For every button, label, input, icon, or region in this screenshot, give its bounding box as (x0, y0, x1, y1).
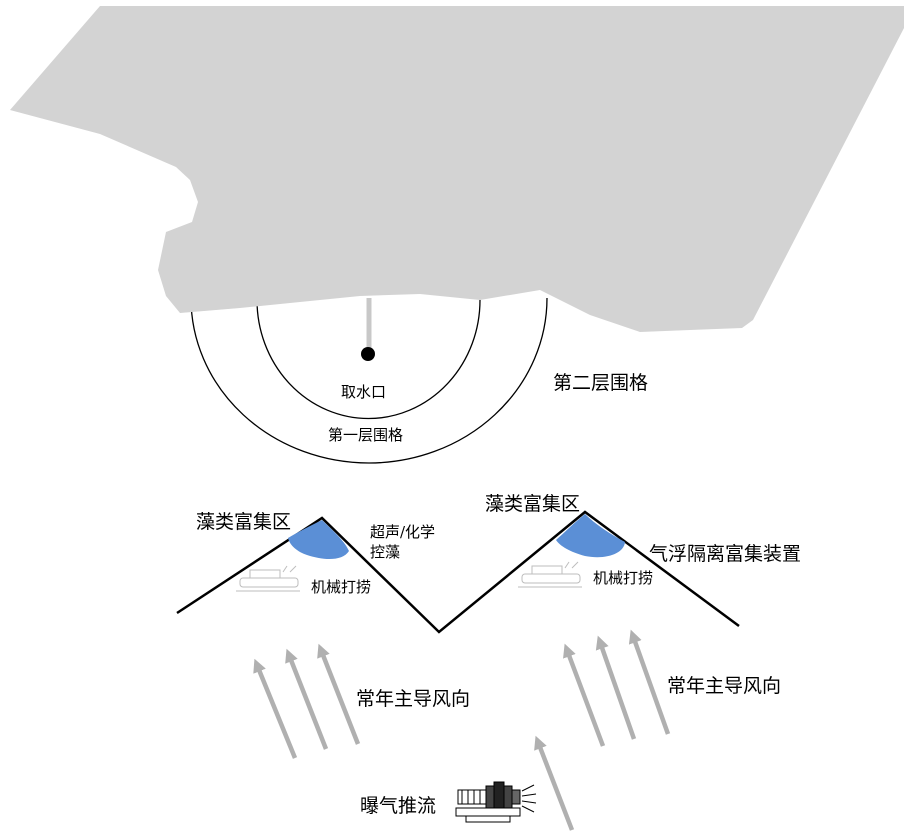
water-intake-icon (361, 347, 375, 361)
mech-left-label: 机械打捞 (311, 578, 372, 596)
dock-icon (10, 6, 904, 332)
first-layer-ring (256, 299, 481, 420)
wind-left-label: 常年主导风向 (356, 688, 471, 710)
aeration-label: 曝气推流 (360, 795, 437, 817)
harvester-boat-icon (236, 565, 300, 592)
wind-arrow-icon (563, 629, 671, 747)
algae-patch-icon (288, 520, 349, 560)
algae-patch-icon (556, 514, 625, 558)
algae-zone-left-label: 藻类富集区 (196, 511, 292, 533)
wind-right-label: 常年主导风向 (667, 675, 782, 697)
intake-label: 取水口 (341, 383, 387, 401)
algae-zone-right-label: 藻类富集区 (485, 493, 581, 515)
control-label-line2: 控藻 (370, 543, 401, 561)
mech-right-label: 机械打捞 (593, 569, 654, 587)
harvester-boat-icon (518, 561, 582, 588)
first-layer-label: 第一层围格 (328, 426, 404, 444)
wind-arrow-icon (534, 735, 575, 831)
second-layer-ring (190, 297, 548, 464)
flotation-barrier-line (176, 510, 740, 634)
flotation-device-label: 气浮隔离富集装置 (649, 543, 802, 565)
control-label-line1: 超声/化学 (370, 523, 436, 541)
aerator-icon (455, 781, 537, 823)
wind-arrow-icon (253, 643, 361, 759)
second-layer-label: 第二层围格 (553, 372, 649, 394)
